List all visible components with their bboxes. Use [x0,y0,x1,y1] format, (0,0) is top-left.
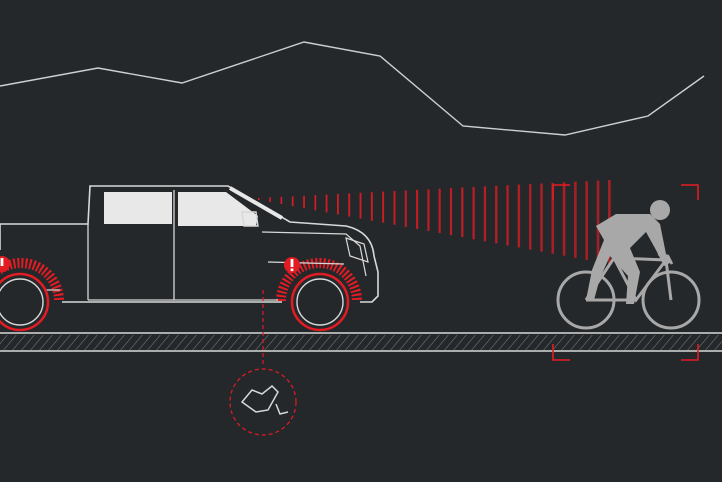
radar-beam-stripe [258,198,260,200]
road [0,332,722,352]
radar-beam-stripe [483,186,487,242]
warning-exclamation-icon [284,257,300,273]
radar-beam-stripe [449,188,453,236]
radar-beam-stripe [596,180,600,262]
radar-beam-stripe [495,185,498,244]
radar-beam-stripe [370,192,373,221]
front-wheel-brake-highlight [276,258,362,302]
radar-beam-stripe [585,181,589,260]
radar-beam-stripe [540,183,543,252]
radar-beam-stripe [348,193,351,217]
warning-exclamation-icon [0,256,10,272]
radar-beam-stripe [472,187,475,240]
truck-hood-line [261,231,367,277]
radar-beam-stripe [529,184,532,250]
front-window [178,192,258,226]
bicycle [556,252,701,330]
radar-beam-stripe [438,188,441,233]
radar-beam-stripe [404,190,407,227]
radar-beam-stripe [551,182,555,254]
truck-grille [345,237,369,263]
front-wheel [290,272,350,332]
radar-beam-stripe [416,189,419,229]
side-mirror [241,211,259,227]
radar-beam-stripe [562,182,566,256]
radar-beam-stripe [427,189,430,231]
rider [586,200,672,304]
radar-beam-stripe [337,193,339,215]
radar-beam-stripe [382,191,385,223]
radar-beam-stripe [574,181,577,258]
radar-beam-stripe [506,185,509,246]
radar-beam-stripe [393,191,396,225]
radar-beam-stripe [517,184,521,248]
radar-beam-stripe [359,192,362,219]
radar-beam-stripe [461,187,464,238]
radar-beam-stripe [325,194,328,213]
brake-hand-icon [229,368,297,436]
mountain-skyline [0,41,705,136]
radar-beam-stripe [291,196,294,207]
detection-frame [552,184,699,361]
cyclist [556,200,701,330]
radar-beam-stripe [314,195,317,211]
rear-window [104,192,172,224]
radar-beam-stripe [280,196,283,205]
radar-beam-stripe [269,197,271,202]
radar-beam-stripe [303,195,305,209]
windshield [229,186,283,220]
pickup-truck [0,185,379,332]
rear-wheel [0,272,50,332]
radar-sensor-beam [258,180,611,264]
